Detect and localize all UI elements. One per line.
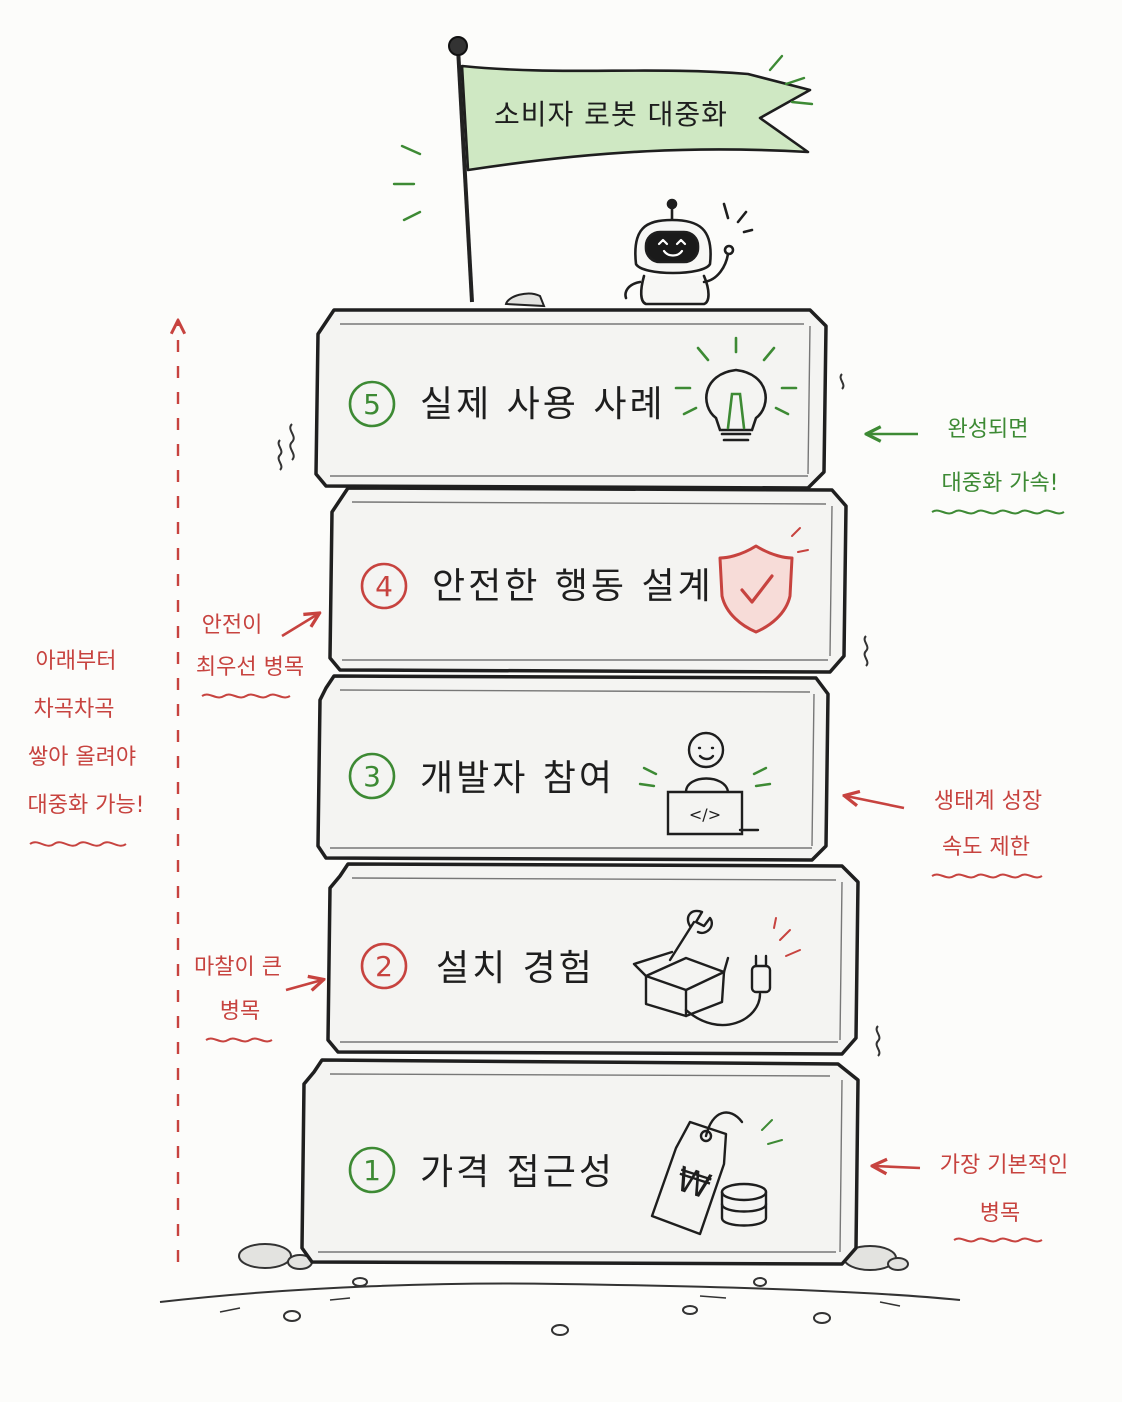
svg-text:아래부터: 아래부터 — [36, 649, 117, 674]
svg-text:가장 기본적인: 가장 기본적인 — [940, 1153, 1068, 1178]
block-5-usecases — [314, 308, 828, 490]
note-safety: 안전이 최우선 병목 — [196, 613, 318, 699]
block-number-5: 5 — [348, 380, 396, 428]
rock-icon — [504, 292, 546, 308]
block-title-1: 가격 접근성 — [420, 1152, 615, 1193]
svg-text:</>: </> — [689, 805, 721, 824]
svg-text:3: 3 — [363, 760, 381, 793]
svg-text:안전이: 안전이 — [202, 613, 263, 638]
block-title-4: 안전한 행동 설계 — [432, 566, 714, 607]
svg-text:생태계 성장: 생태계 성장 — [934, 789, 1042, 814]
flag: 소비자 로봇 대중화 — [392, 36, 814, 303]
block-4-safety — [328, 486, 848, 674]
robot-icon — [624, 198, 754, 306]
ground — [159, 1243, 961, 1336]
shield-check-icon — [718, 527, 809, 634]
svg-text:병목: 병목 — [980, 1201, 1020, 1226]
svg-text:마찰이 큰: 마찰이 큰 — [194, 955, 282, 980]
note-friction: 마찰이 큰 병목 — [194, 955, 322, 1043]
svg-text:완성되면: 완성되면 — [948, 417, 1029, 442]
svg-text:1: 1 — [363, 1154, 381, 1187]
block-title-5: 실제 사용 사례 — [420, 384, 666, 425]
block-number-2: 2 — [360, 942, 408, 990]
box-wrench-plug-icon — [632, 909, 801, 1027]
svg-text:차곡차곡: 차곡차곡 — [34, 697, 115, 722]
svg-text:4: 4 — [375, 570, 393, 603]
svg-text:속도 제한: 속도 제한 — [942, 835, 1030, 860]
block-number-3: 3 — [348, 752, 396, 800]
left-note: 아래부터 차곡차곡 쌓아 올려야 대중화 가능! — [27, 649, 145, 847]
note-basic: 가장 기본적인 병목 — [874, 1153, 1068, 1243]
lightbulb-icon — [674, 336, 798, 442]
block-number-4: 4 — [360, 562, 408, 610]
block-2-install — [326, 862, 860, 1056]
svg-text:최우선 병목: 최우선 병목 — [196, 655, 304, 680]
block-1-price — [300, 1058, 860, 1266]
svg-text:5: 5 — [363, 388, 381, 421]
note-complete: 완성되면 대중화 가속! — [868, 417, 1065, 515]
block-title-3: 개발자 참여 — [420, 758, 615, 799]
svg-text:2: 2 — [375, 950, 393, 983]
block-number-1: 1 — [348, 1146, 396, 1194]
note-ecosystem: 생태계 성장 속도 제한 — [846, 789, 1043, 879]
wobble-marks — [277, 373, 881, 1057]
developer-laptop-icon: </> — [638, 731, 772, 836]
svg-text:대중화 가능!: 대중화 가능! — [27, 793, 144, 818]
svg-text:병목: 병목 — [220, 999, 260, 1024]
flag-banner-text: 소비자 로봇 대중화 — [494, 98, 728, 131]
block-title-2: 설치 경험 — [436, 948, 595, 989]
svg-text:대중화 가속!: 대중화 가속! — [941, 471, 1058, 496]
price-tag-coins-icon: ₩ — [650, 1111, 783, 1236]
svg-text:쌓아 올려야: 쌓아 올려야 — [28, 745, 136, 770]
